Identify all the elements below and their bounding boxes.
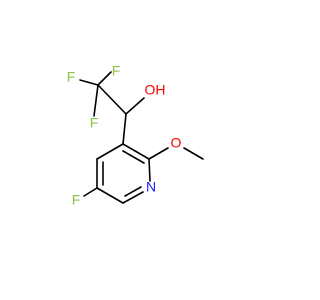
bond-c-f-top bbox=[97, 71, 112, 86]
molecule-canvas: F F F OH O N F bbox=[67, 63, 204, 208]
bond-c-f-left bbox=[79, 79, 99, 86]
bond-cf3-choh bbox=[97, 84, 127, 115]
bond-n-c2 bbox=[148, 158, 151, 182]
bond-c3-c4 bbox=[96, 143, 124, 160]
atom-labels: F F F OH O N F bbox=[67, 63, 182, 208]
bond-c6-n bbox=[122, 191, 144, 204]
bond-choh-ring bbox=[122, 113, 127, 145]
bond-c2-o bbox=[148, 147, 169, 160]
structure-diagram: F F F OH O N F bbox=[67, 63, 204, 208]
bond-c-oh bbox=[125, 97, 145, 115]
bond-c2-c3 bbox=[122, 143, 150, 160]
bond-c5-f bbox=[83, 187, 98, 197]
atom-n-ring: N bbox=[146, 179, 156, 195]
atom-f2: F bbox=[67, 69, 76, 85]
bond-o-ch3 bbox=[183, 147, 204, 160]
bond-c5-c6 bbox=[96, 187, 124, 204]
atom-f1: F bbox=[112, 63, 121, 79]
bond-c6-n-double bbox=[124, 186, 142, 197]
bonds bbox=[79, 71, 204, 204]
atom-o-methoxy: O bbox=[171, 135, 182, 151]
atom-f-ring: F bbox=[72, 192, 81, 208]
bond-c2-c3-double bbox=[122, 150, 145, 164]
atom-oh: OH bbox=[145, 82, 166, 98]
atom-f3: F bbox=[90, 115, 99, 131]
bond-c-f-bottom bbox=[93, 84, 99, 117]
